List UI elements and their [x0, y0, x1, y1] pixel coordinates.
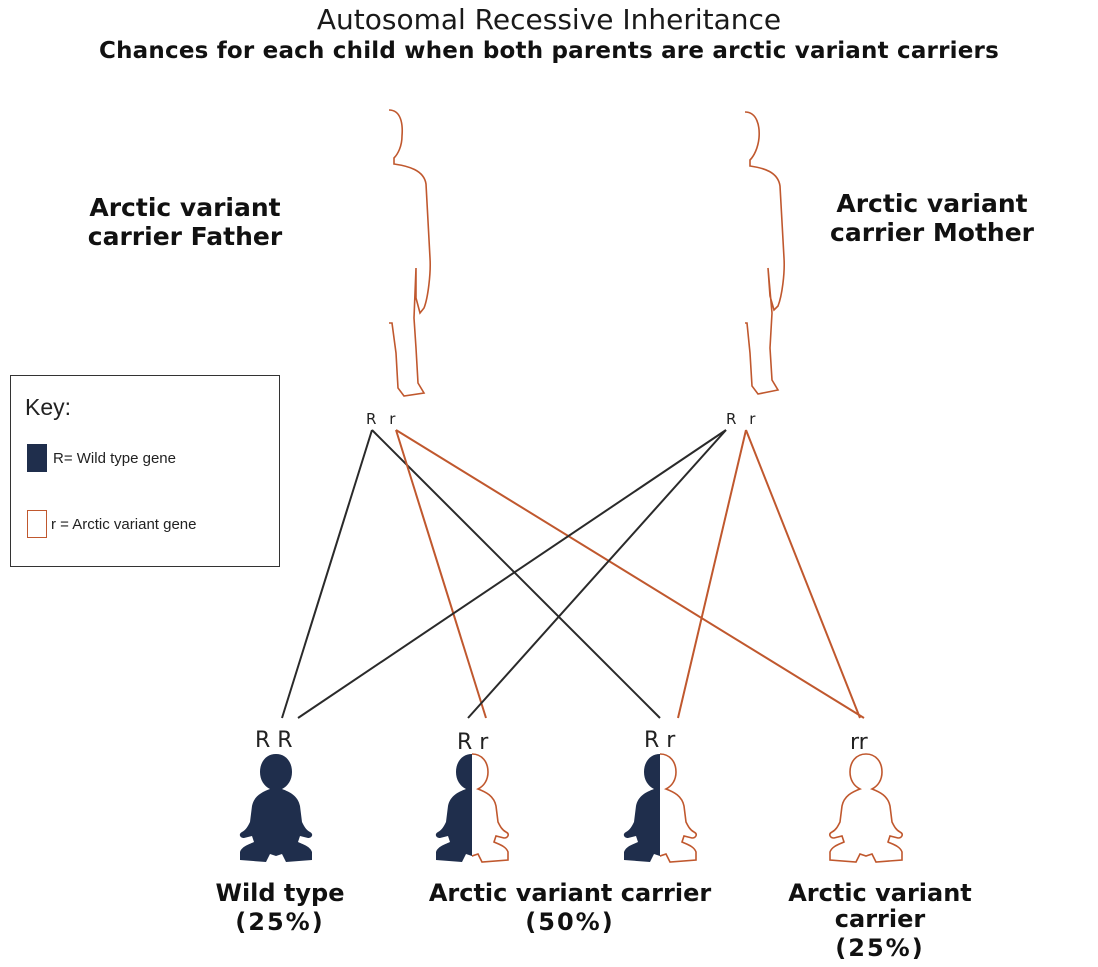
dominant-key-label: R= Wild type gene: [53, 450, 176, 467]
line-mother-r-to-child-4: [746, 430, 860, 718]
father-label: Arctic variant carrier Father: [55, 193, 315, 251]
outcome-variant-label: Arctic variant carrier: [770, 880, 990, 932]
mother-alleles: R r: [726, 410, 759, 428]
line-father-r-to-child-4: [396, 430, 864, 718]
mother-figure-icon: [700, 108, 790, 403]
line-mother-R-to-child-1: [298, 430, 726, 718]
father-figure-icon: [344, 108, 434, 403]
line-father-R-to-child-3: [372, 430, 660, 718]
mother-label: Arctic variant carrier Mother: [802, 189, 1062, 247]
recessive-key-label: r = Arctic variant gene: [51, 516, 197, 533]
outcome-variant-percent: (25%): [770, 934, 990, 962]
recessive-swatch: [27, 510, 47, 538]
child-1-genotype: R R: [255, 728, 293, 753]
key-title: Key:: [25, 394, 71, 421]
dominant-swatch: [27, 444, 47, 472]
outcome-wild-type-label: Wild type: [170, 880, 390, 906]
key-legend: Key: R= Wild type gene r = Arctic varian…: [10, 375, 280, 567]
outcome-carrier-percent: (50%): [400, 908, 740, 936]
outcome-wild-type-percent: (25%): [170, 908, 390, 936]
baby-carrier-icon: [620, 752, 700, 867]
line-father-r-to-child-2: [396, 430, 486, 718]
child-3-genotype: R r: [644, 728, 675, 753]
baby-variant-icon: [826, 752, 906, 867]
baby-carrier-icon: [432, 752, 512, 867]
father-alleles: R r: [366, 410, 399, 428]
baby-wild-type-icon: [236, 752, 316, 867]
line-father-R-to-child-1: [282, 430, 372, 718]
outcome-carrier-label: Arctic variant carrier: [400, 880, 740, 906]
